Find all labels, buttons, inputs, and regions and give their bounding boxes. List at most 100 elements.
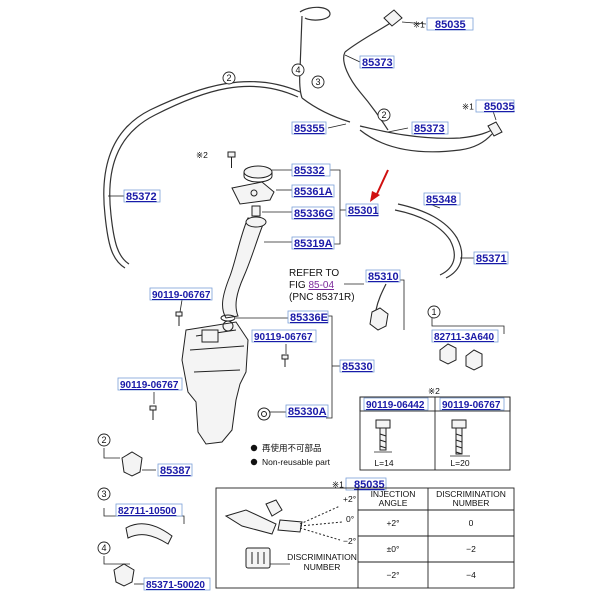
part-number-box xyxy=(285,404,329,418)
part-number-90119-06767[interactable]: 90119-06767 xyxy=(439,397,505,411)
part-number-85355[interactable]: 85355 xyxy=(291,121,327,135)
part-number-text[interactable]: 85371 xyxy=(476,253,507,265)
angle-label-down: −2° xyxy=(343,536,356,546)
part-number-85371-50020[interactable]: 85371-50020 xyxy=(143,577,211,591)
callout-3-main: 3 xyxy=(311,75,325,89)
part-number-90119-06442[interactable]: 90119-06442 xyxy=(363,397,429,411)
part-number-box xyxy=(291,206,335,220)
part-number-box xyxy=(411,121,449,135)
figure-link[interactable]: 85-04 xyxy=(308,280,334,291)
part-number-box xyxy=(439,397,505,411)
part-number-text[interactable]: 85035 xyxy=(484,101,515,113)
part-number-box xyxy=(117,377,183,391)
part-number-85373[interactable]: 85373 xyxy=(359,55,395,69)
washer-tank-icon xyxy=(181,320,249,445)
bracket-icon xyxy=(231,181,275,205)
svg-text:再使用不可部品: 再使用不可部品 xyxy=(262,443,322,453)
hose-network xyxy=(103,6,493,279)
part-number-85332[interactable]: 85332 xyxy=(291,163,331,177)
part-number-90119-06767[interactable]: 90119-06767 xyxy=(149,287,213,301)
tank-bolt-icon xyxy=(149,311,289,420)
part-number-text[interactable]: 90119-06442 xyxy=(366,400,425,411)
part-number-text[interactable]: 85355 xyxy=(294,123,325,135)
angle-label-up: +2° xyxy=(343,494,356,504)
part-number-text[interactable]: 85319A xyxy=(294,238,333,250)
part-number-box xyxy=(291,236,335,250)
svg-text:L=20: L=20 xyxy=(450,458,469,468)
part-number-text[interactable]: 90119-06767 xyxy=(442,400,501,411)
part-number-text[interactable]: 85373 xyxy=(362,57,393,69)
part-number-box xyxy=(431,329,499,343)
part-number-85301[interactable]: 85301 xyxy=(345,203,379,217)
leader-lines xyxy=(103,21,505,585)
bolt-icon xyxy=(227,151,236,168)
non-reusable-legend: 再使用不可部品 Non-reusable part xyxy=(250,443,331,467)
part-number-box xyxy=(359,55,395,69)
part-number-85330a[interactable]: 85330A xyxy=(285,404,329,418)
part-number-text[interactable]: 82711-10500 xyxy=(118,506,177,517)
quantity-marker: ※2 xyxy=(196,150,208,160)
part-number-box xyxy=(473,251,509,265)
part-number-text[interactable]: 90119-06767 xyxy=(120,380,179,391)
part-number-90119-06767[interactable]: 90119-06767 xyxy=(117,377,183,391)
part-number-85361a[interactable]: 85361A xyxy=(291,184,335,198)
svg-text:2: 2 xyxy=(381,110,386,120)
part-number-text[interactable]: 85371-50020 xyxy=(146,580,205,591)
part-number-box xyxy=(363,397,429,411)
part-number-box xyxy=(143,577,211,591)
svg-text:L=14: L=14 xyxy=(374,458,393,468)
part-number-text[interactable]: 85373 xyxy=(414,123,445,135)
part-number-85372[interactable]: 85372 xyxy=(123,189,161,203)
svg-text:3: 3 xyxy=(101,489,106,499)
part-number-box xyxy=(291,184,335,198)
part-number-text[interactable]: 82711-3A640 xyxy=(434,332,494,343)
svg-text:REFER TO: REFER TO xyxy=(289,268,339,279)
part-number-85348[interactable]: 85348 xyxy=(423,192,461,206)
part-number-82711-3a640[interactable]: 82711-3A640 xyxy=(431,329,499,343)
clamp-icon xyxy=(125,523,173,545)
row-1-number: 0 xyxy=(469,518,474,528)
part-number-text[interactable]: 90119-06767 xyxy=(152,290,211,301)
part-number-85371[interactable]: 85371 xyxy=(473,251,509,265)
bolt-l14-icon xyxy=(374,419,392,453)
part-number-box xyxy=(339,359,375,373)
part-number-85387[interactable]: 85387 xyxy=(157,463,193,477)
part-number-text[interactable]: 85330A xyxy=(288,406,327,418)
part-number-text[interactable]: 85372 xyxy=(126,191,157,203)
part-number-box xyxy=(345,477,387,491)
part-number-85336e[interactable]: 85336E xyxy=(287,310,329,324)
part-footnote-marker: ※1 xyxy=(462,102,474,112)
part-number-text[interactable]: 85035 xyxy=(435,19,466,31)
part-number-text[interactable]: 90119-06767 xyxy=(254,332,313,343)
part-number-85330[interactable]: 85330 xyxy=(339,359,375,373)
part-number-text[interactable]: 85336G xyxy=(294,208,333,220)
filler-pipe-icon xyxy=(222,205,267,319)
discrimination-caption-1: DISCRIMINATION xyxy=(287,552,357,562)
part-number-text[interactable]: 85348 xyxy=(426,194,457,206)
part-number-90119-06767[interactable]: 90119-06767 xyxy=(251,329,317,343)
row-2-angle: ±0° xyxy=(387,544,400,554)
svg-text:(PNC 85371R): (PNC 85371R) xyxy=(289,292,355,303)
part-number-85336g[interactable]: 85336G xyxy=(291,206,335,220)
connector-icon xyxy=(383,9,503,137)
svg-text:4: 4 xyxy=(101,543,106,553)
part-number-text[interactable]: 85310 xyxy=(368,271,399,283)
part-number-85319a[interactable]: 85319A xyxy=(291,236,335,250)
part-number-82711-10500[interactable]: 82711-10500 xyxy=(115,503,183,517)
part-number-85373[interactable]: 85373 xyxy=(411,121,449,135)
highlight-arrow xyxy=(370,169,389,202)
part-number-text[interactable]: 85361A xyxy=(294,186,333,198)
part-number-box xyxy=(115,503,183,517)
part-number-text[interactable]: 85301 xyxy=(348,205,379,217)
part-number-85310[interactable]: 85310 xyxy=(365,269,401,283)
part-number-text[interactable]: 85387 xyxy=(160,465,191,477)
part-number-text[interactable]: 85332 xyxy=(294,165,325,177)
part-number-text[interactable]: 85336E xyxy=(290,312,328,324)
part-number-text[interactable]: 85330 xyxy=(342,361,373,373)
part-footnote-marker: ※1 xyxy=(332,480,344,490)
part-number-85035[interactable]: ※1 85035 xyxy=(462,99,515,113)
bolt-l20-icon xyxy=(450,419,470,457)
